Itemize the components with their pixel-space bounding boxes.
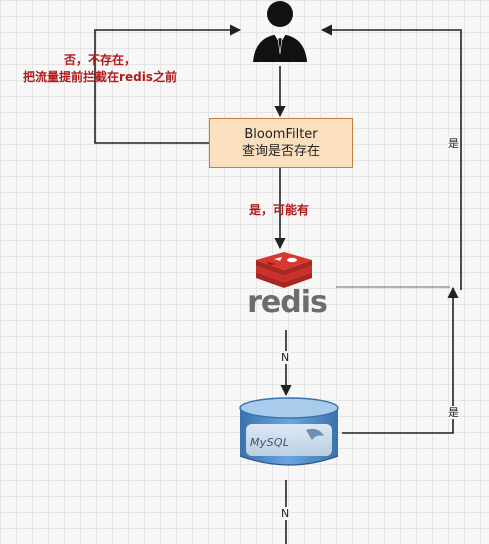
- reject-note-line1: 否，不存在，: [63, 53, 136, 67]
- arrow-bloom-reject-loop: [94, 24, 242, 144]
- edge-label-mysql-miss: N: [280, 507, 291, 520]
- bloom-filter-node: BloomFilter 查询是否存在: [209, 118, 353, 168]
- maybe-exists-note: 是，可能有: [248, 203, 309, 217]
- bloom-filter-subtitle: 查询是否存在: [241, 144, 320, 159]
- edge-label-mysql-hit: 是: [447, 406, 460, 419]
- redis-logo-icon: [256, 252, 312, 288]
- edge-label-redis-miss: N: [280, 351, 291, 364]
- database-cylinder-icon: [239, 397, 339, 466]
- arrow-right-loop-to-user: [320, 24, 462, 290]
- bloom-filter-title: BloomFilter: [244, 127, 318, 142]
- edge-label-redis-hit: 是: [447, 137, 460, 150]
- redis-label: redis: [247, 285, 328, 320]
- reject-note-line2: 把流量提前拦截在redis之前: [23, 70, 177, 84]
- reject-note: 否，不存在， 把流量提前拦截在redis之前: [0, 52, 200, 86]
- user-icon: [253, 1, 307, 62]
- arrow-mysql-hit: [342, 286, 459, 434]
- mysql-label: MySQL: [250, 436, 290, 449]
